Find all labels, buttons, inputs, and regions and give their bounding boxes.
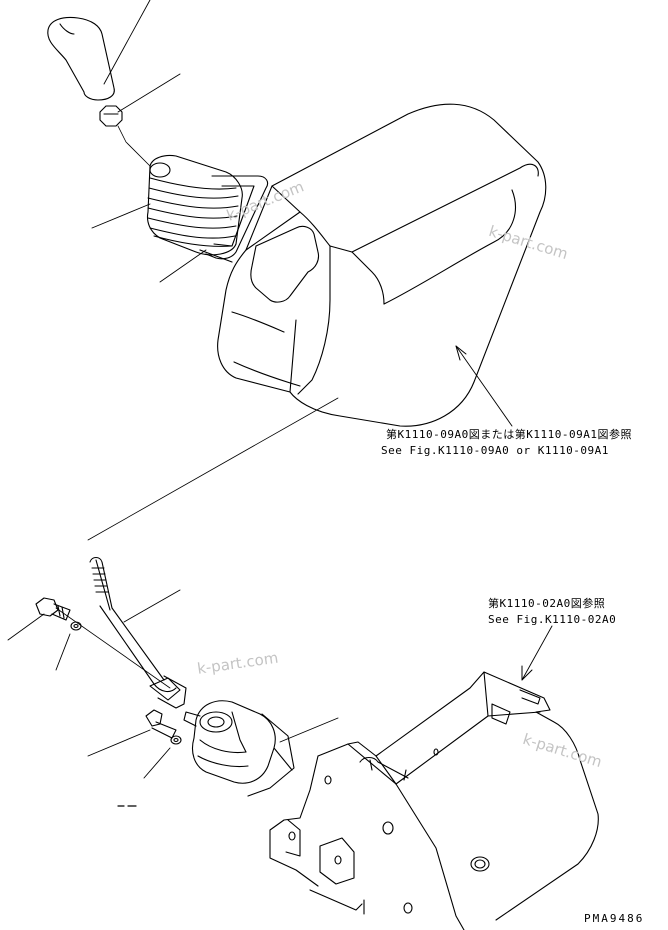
- frame-ref-label-jp: 第K1110-02A0図参照: [488, 597, 606, 610]
- console-ref-label-en: See Fig.K1110-09A0 or K1110-09A1: [381, 444, 609, 457]
- lever-center-line: [117, 125, 151, 167]
- console-ref-leader: [455, 345, 513, 427]
- lever-rod: [89, 556, 187, 709]
- console-cover: [217, 103, 547, 427]
- bolt-upper: [35, 597, 71, 621]
- lever-base-valve: [183, 700, 295, 797]
- washer-upper: [70, 621, 82, 631]
- lever-boot: [146, 154, 243, 256]
- frame-ref-leader: [521, 625, 553, 681]
- mounting-frame: [269, 671, 599, 930]
- lever-axis-line: [87, 397, 339, 541]
- frame-ref-label-en: See Fig.K1110-02A0: [488, 613, 617, 626]
- bolt-lower: [145, 709, 177, 739]
- console-ref-label-jp: 第K1110-09A0図または第K1110-09A1図参照: [386, 428, 632, 441]
- lever-knob: [47, 16, 115, 101]
- hex-nut: [99, 105, 123, 127]
- washer-lower: [170, 735, 182, 745]
- drawing-code: PMA9486: [584, 912, 645, 925]
- boot-plate: [199, 175, 269, 263]
- callout-leaders: [7, 0, 339, 807]
